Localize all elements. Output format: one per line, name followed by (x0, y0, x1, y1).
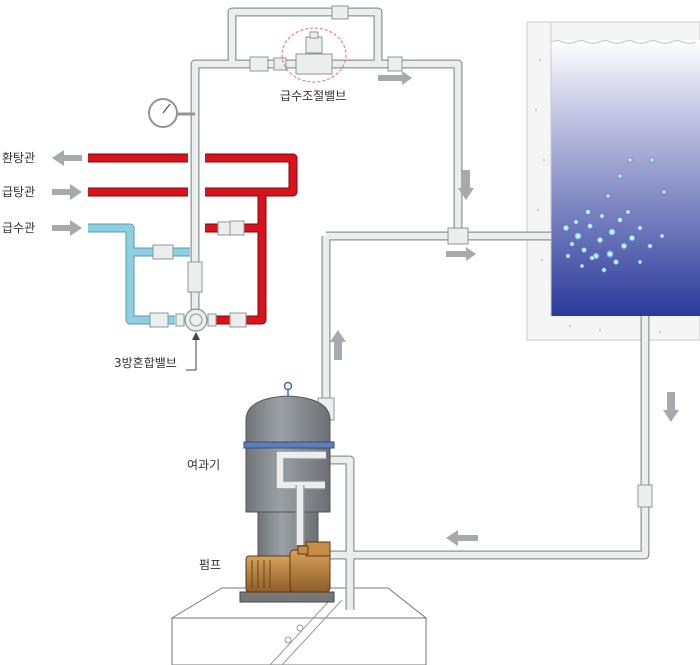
cold-water-pipes (88, 223, 190, 325)
water-tank (526, 21, 700, 341)
filter-label: 여과기 (187, 458, 221, 472)
cold-supply-pipe-label: 급수관 (2, 221, 36, 235)
supply-control-valve (281, 27, 347, 83)
pressure-gauge-icon (148, 98, 195, 128)
pump-label: 펌프 (199, 558, 222, 572)
filter-vessel (243, 381, 335, 561)
flow-arrow-icon (52, 71, 679, 546)
pump-unit (239, 541, 335, 603)
three-way-mixing-valve-label: 3방혼합밸브 (114, 356, 177, 370)
supply-control-valve-label: 급수조절밸브 (280, 89, 347, 103)
return-pipe-label: 환탕관 (2, 151, 36, 165)
equipment-base (170, 587, 428, 665)
three-way-mixing-valve (175, 308, 217, 371)
hot-supply-pipe-label: 급탕관 (2, 185, 36, 199)
air-bubble-icon (561, 157, 667, 274)
